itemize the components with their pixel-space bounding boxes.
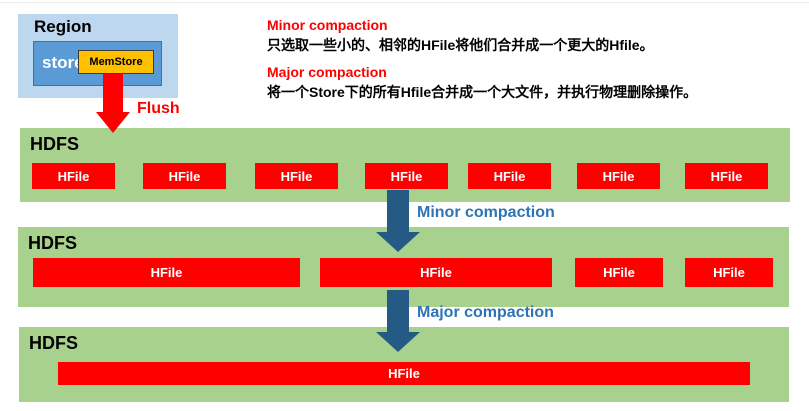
flush-arrow-shaft [103,74,123,112]
hdfs-label: HDFS [29,333,78,353]
hfile-box: HFile [685,258,773,287]
hfile-box: HFile [365,163,448,189]
hfile-box: HFile [685,163,768,189]
flush-arrow-head-icon [96,112,130,133]
hfile-box: HFile [468,163,551,189]
minor-compaction-description: 只选取一些小的、相邻的HFile将他们合并成一个更大的Hfile。 [267,37,654,53]
hfile-box: HFile [32,163,115,189]
minor-compaction-arrow-label: Minor compaction [417,204,555,221]
minor-compaction-arrow-head-icon [376,232,420,252]
major-compaction-arrow-shaft [387,290,409,332]
hfile-box: HFile [255,163,338,189]
major-compaction-title: Major compaction [267,64,387,80]
hfile-box: HFile [143,163,226,189]
minor-compaction-title: Minor compaction [267,17,388,33]
region-title: Region [34,17,92,36]
hfile-box: HFile [577,163,660,189]
top-divider-line [0,2,809,3]
major-compaction-description: 将一个Store下的所有Hfile合并成一个大文件，并执行物理删除操作。 [267,84,698,100]
major-compaction-arrow-label: Major compaction [417,304,554,321]
memstore-box: MemStore [78,50,154,74]
hfile-box: HFile [575,258,663,287]
hfile-box-merged-large: HFile [58,362,750,385]
hdfs-band-1: HDFS HFile HFile HFile HFile HFile HFile… [20,128,790,202]
store-box: store MemStore [33,41,162,86]
minor-compaction-arrow-shaft [387,190,409,232]
store-label: store [42,53,84,72]
major-compaction-arrow-head-icon [376,332,420,352]
hdfs-label: HDFS [30,134,79,154]
hfile-box-merged: HFile [320,258,552,287]
region-box: Region store MemStore [18,14,178,98]
hfile-box-merged: HFile [33,258,300,287]
flush-label: Flush [137,100,180,117]
hdfs-label: HDFS [28,233,77,253]
